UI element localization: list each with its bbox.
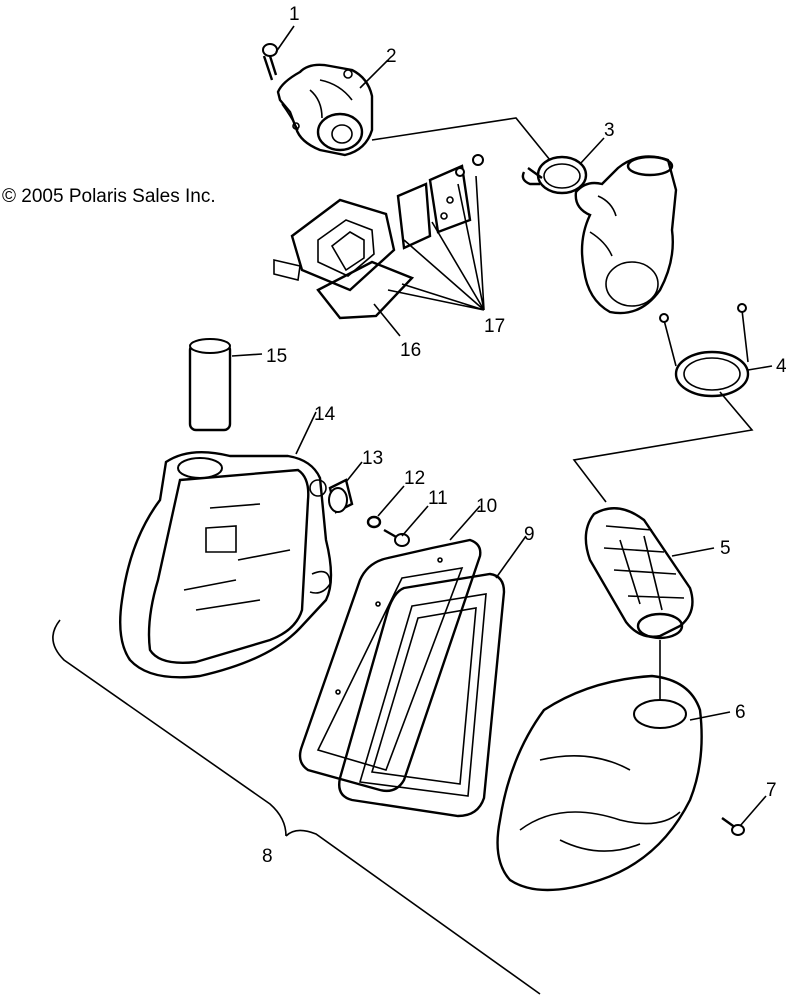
part-15-tube [188,338,232,432]
callout-13: 13 [362,448,383,469]
part-11-screw [383,528,410,547]
callout-6: 6 [735,702,746,723]
callout-17: 17 [484,316,505,337]
part-17-gasket-set [396,154,484,250]
part-10-filter-frame [298,538,482,793]
part-4-flange-gasket [659,303,750,398]
callout-5: 5 [720,538,731,559]
callout-1: 1 [289,4,300,25]
callout-8: 8 [262,846,273,867]
callout-11: 11 [428,488,448,509]
part-1-screw [262,43,278,81]
callout-3: 3 [604,120,615,141]
intake-boot [574,155,678,315]
callout-4: 4 [776,356,787,377]
callout-10: 10 [476,496,497,517]
part-6-airbox-cover [496,674,703,892]
part-12-washer [366,515,382,529]
part-9-filter-element [338,572,506,818]
part-7-screw [721,817,745,836]
callout-9: 9 [524,524,535,545]
part-14-airbox-housing [119,451,333,679]
part-16-reed-valve [273,198,415,320]
callout-labels: 1 2 3 4 5 6 7 8 9 10 11 12 13 14 15 16 1… [262,4,787,867]
copyright-notice: © 2005 Polaris Sales Inc. [2,186,216,207]
callout-7: 7 [766,780,777,801]
callout-15: 15 [266,346,287,367]
callout-12: 12 [404,468,425,489]
callout-14: 14 [314,404,336,425]
part-13-grommet [328,478,354,514]
callout-16: 16 [400,340,421,361]
part-2-carburetor [276,63,374,157]
leader-lines [231,25,773,827]
part-5-intake-sleeve [584,507,694,640]
part-3-clamp [521,155,588,195]
part-8-bracket [52,619,541,995]
callout-2: 2 [386,46,397,67]
assembly-centerlines [371,117,754,700]
